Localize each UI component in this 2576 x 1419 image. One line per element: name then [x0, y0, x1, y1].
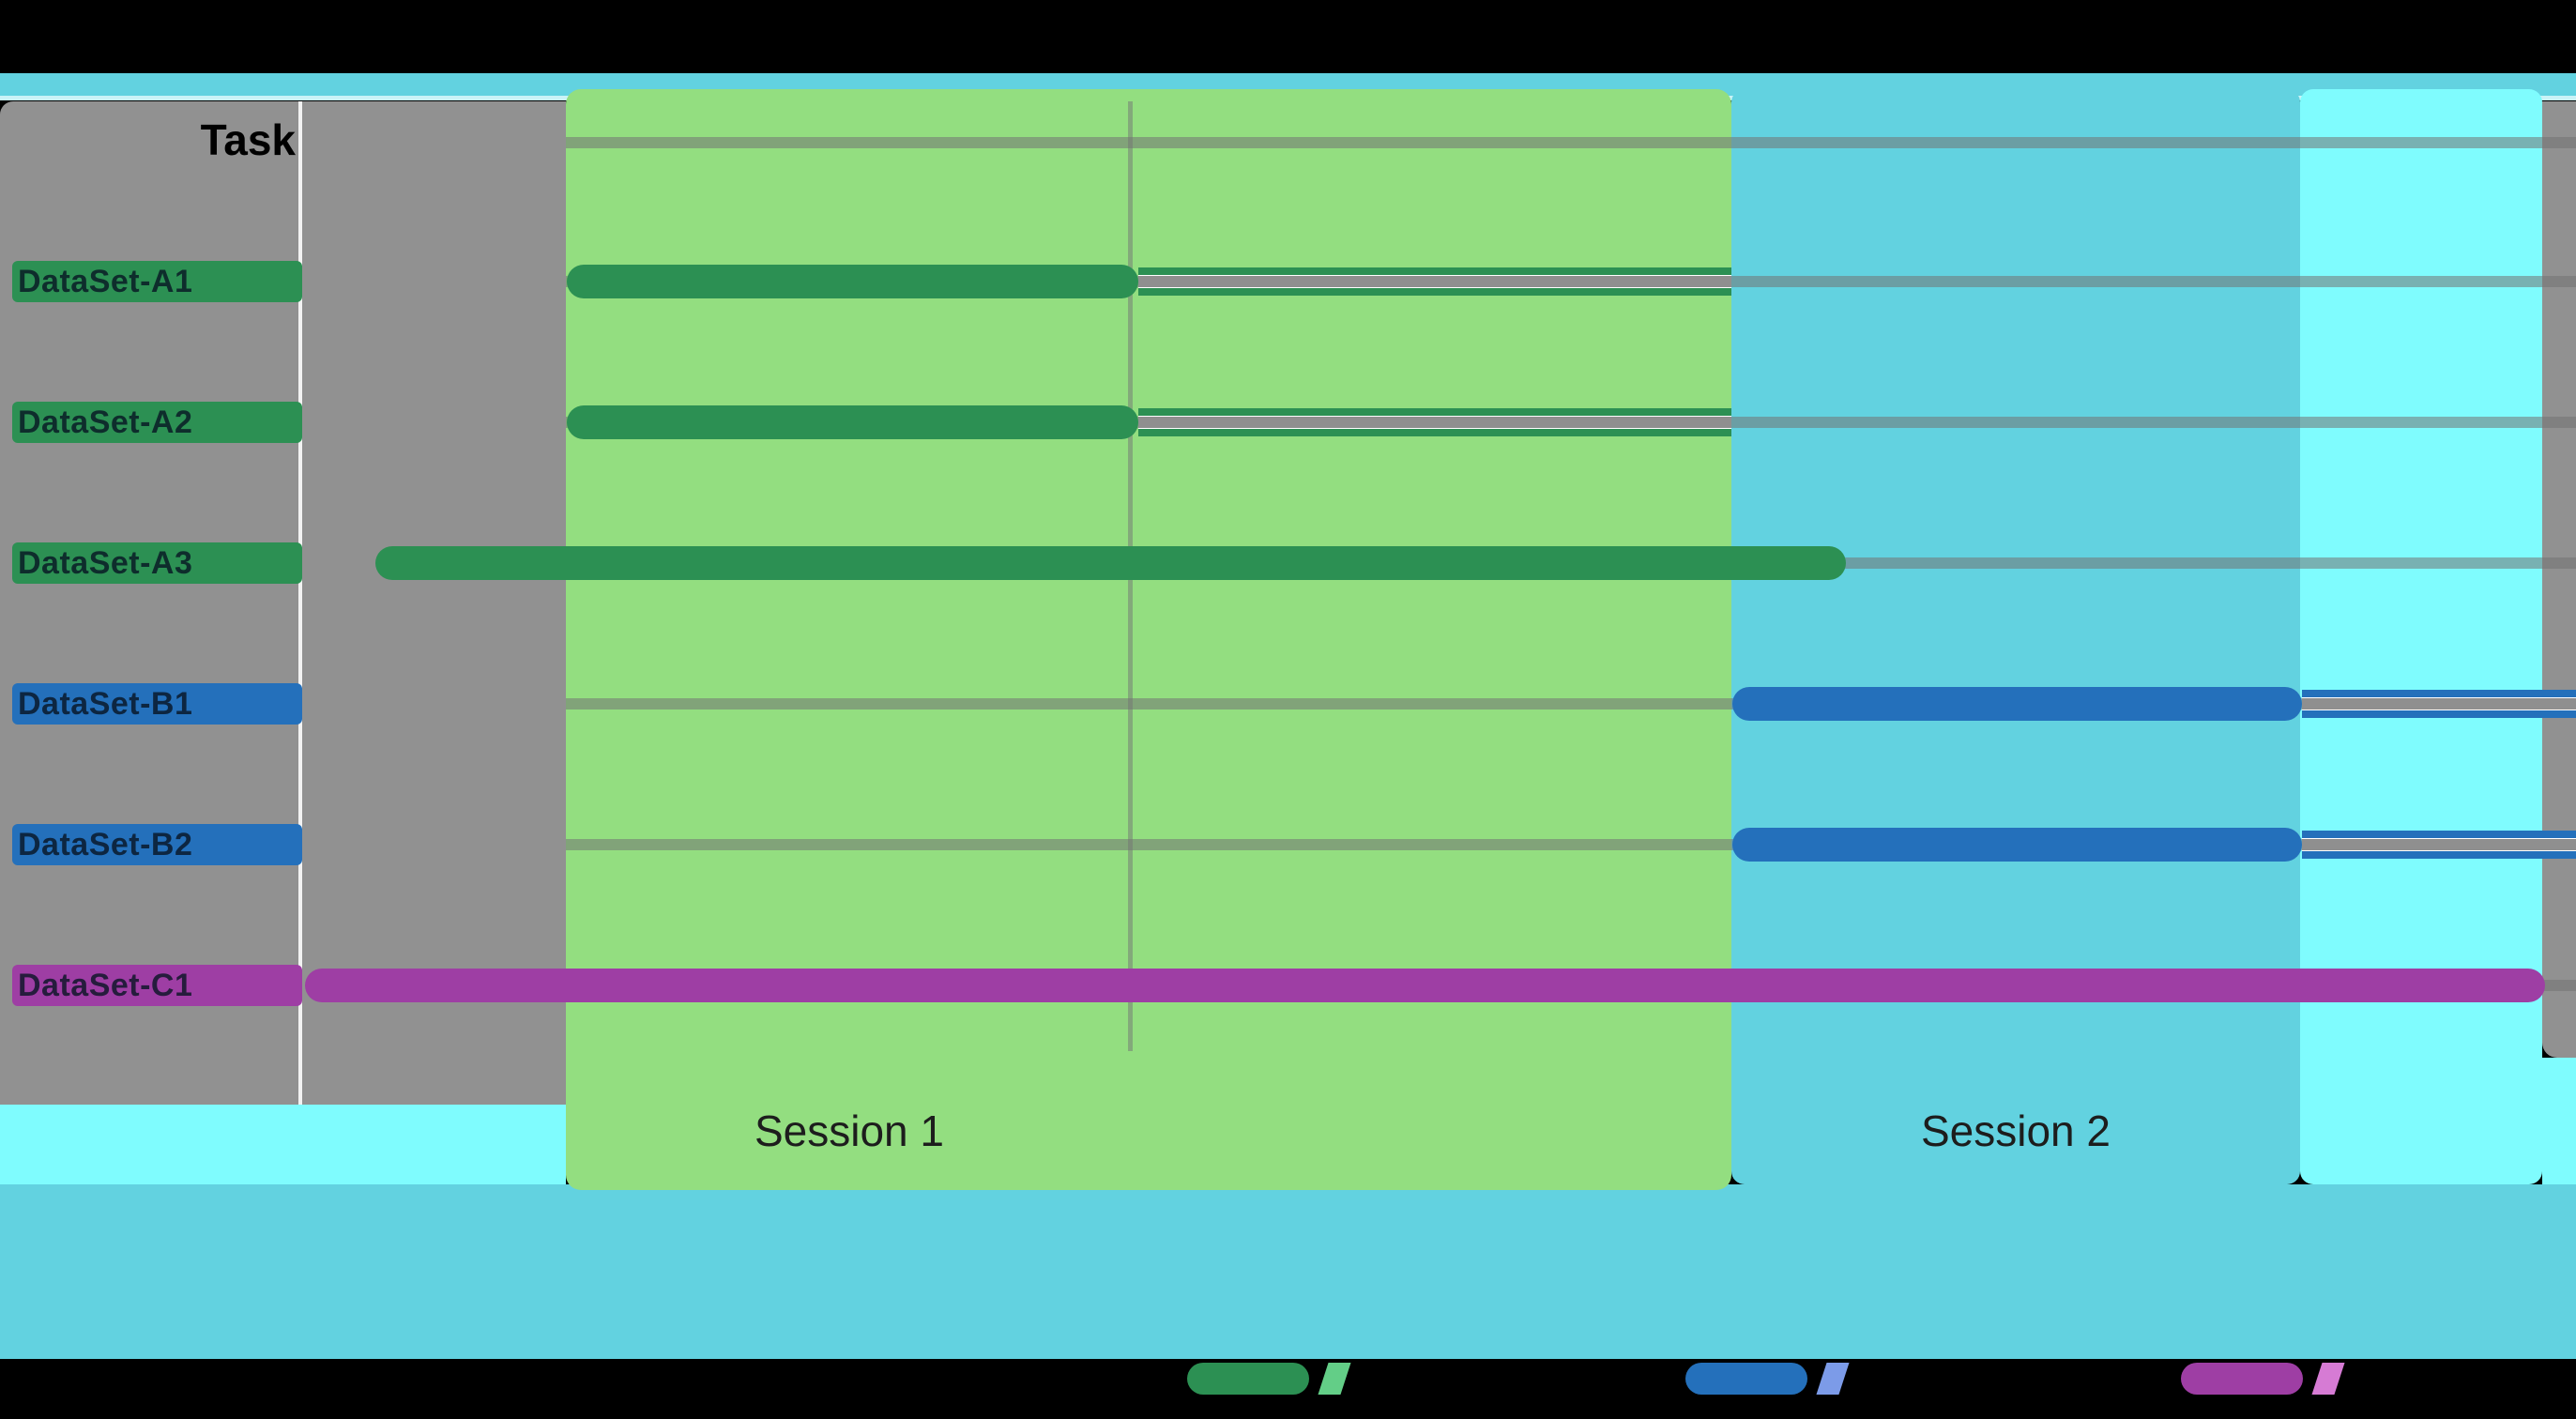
runline-dataset-b1 [2302, 690, 2576, 718]
bar-dataset-b1 [1732, 687, 2302, 721]
legend-swatch-purple[interactable] [2181, 1363, 2303, 1395]
bar-dataset-c1 [305, 969, 2545, 1002]
badge-dataset-b1: DataSet-B1 [12, 683, 302, 725]
session1-band [566, 89, 1731, 1190]
bar-dataset-b2 [1732, 828, 2302, 862]
session1-label: Session 1 [754, 1106, 944, 1155]
bar-dataset-a2 [567, 405, 1138, 439]
footer-band [0, 1184, 2576, 1359]
session2-label: Session 2 [1920, 1106, 2111, 1155]
badge-dataset-b2: DataSet-B2 [12, 824, 302, 865]
task-column-card [0, 101, 566, 1105]
gridline-row-title [566, 137, 2576, 148]
column-title: Task [200, 115, 296, 164]
bar-dataset-a3 [375, 546, 1846, 580]
badge-label: DataSet-A3 [18, 544, 193, 581]
session2-band [1731, 89, 2300, 1184]
badge-dataset-a3: DataSet-A3 [12, 542, 302, 584]
legend-swatch-blue[interactable] [1685, 1363, 1807, 1395]
badge-label: DataSet-B2 [18, 826, 193, 862]
badge-label: DataSet-C1 [18, 967, 193, 1003]
runline-dataset-b2 [2302, 831, 2576, 859]
badge-dataset-a2: DataSet-A2 [12, 402, 302, 443]
badge-dataset-c1: DataSet-C1 [12, 965, 302, 1006]
badge-label: DataSet-A1 [18, 263, 193, 299]
badge-dataset-a1: DataSet-A1 [12, 261, 302, 302]
runline-dataset-a2 [1138, 408, 1731, 436]
letterbox-top [0, 0, 2576, 73]
legend-swatch-green[interactable] [1187, 1363, 1309, 1395]
runline-dataset-a1 [1138, 267, 1731, 296]
right-overflow-patch [2542, 1058, 2576, 1184]
right-margin-card [2542, 101, 2576, 1058]
overflow-band [2300, 89, 2542, 1184]
left-overflow-patch [0, 1105, 566, 1184]
bar-dataset-a1 [567, 265, 1138, 298]
badge-label: DataSet-B1 [18, 685, 193, 722]
badge-label: DataSet-A2 [18, 404, 193, 440]
axis-divider-line [298, 101, 302, 1105]
